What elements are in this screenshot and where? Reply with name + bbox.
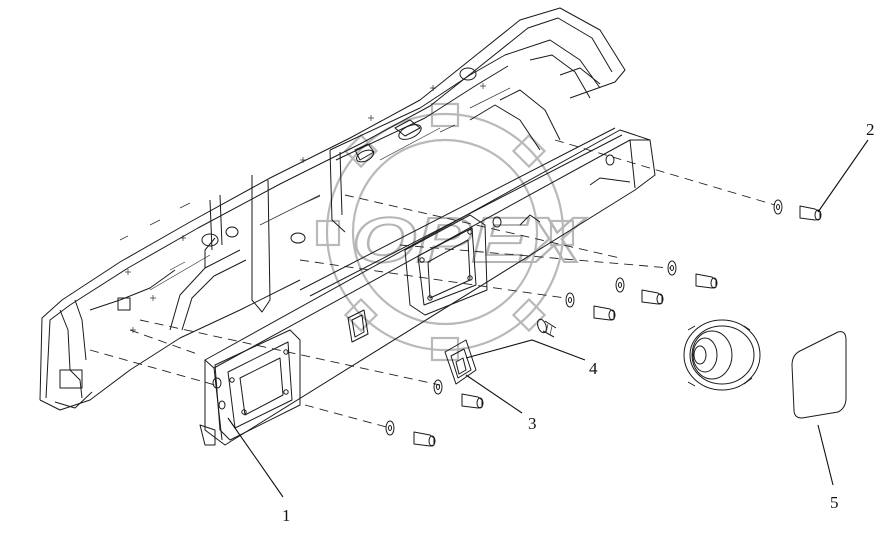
callout-1: 1 bbox=[282, 506, 291, 525]
callout-3: 3 bbox=[528, 414, 537, 433]
bolt-row-b bbox=[615, 277, 664, 305]
cab-rear-wall bbox=[39, 7, 626, 411]
bolt-row-d bbox=[433, 379, 484, 409]
cover-plate-5 bbox=[791, 331, 847, 419]
speaker-unit bbox=[683, 319, 761, 391]
handle-cup-3 bbox=[444, 339, 477, 385]
rear-trim-panel bbox=[199, 127, 656, 446]
fastener-set bbox=[385, 199, 822, 447]
callout-4: 4 bbox=[589, 359, 598, 378]
bolt-row-c bbox=[565, 292, 616, 321]
callout-2: 2 bbox=[866, 120, 875, 139]
assembly-guide-lines bbox=[89, 139, 776, 429]
callouts: 1 2 3 4 5 bbox=[282, 120, 875, 525]
bolt-2-top bbox=[773, 199, 822, 221]
callout-5: 5 bbox=[830, 493, 839, 512]
bolt-row-e bbox=[385, 420, 436, 447]
bolt-row-a bbox=[667, 260, 718, 289]
leader-lines bbox=[227, 139, 869, 498]
screw-4 bbox=[537, 318, 557, 338]
